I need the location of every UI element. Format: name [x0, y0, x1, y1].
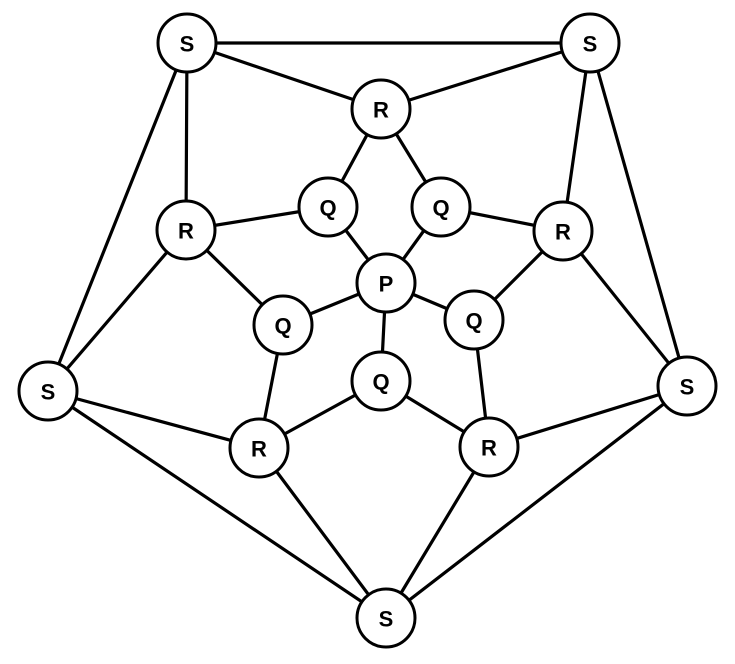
node-label: R	[373, 98, 389, 123]
node-label: Q	[465, 309, 482, 334]
node-s2: S	[559, 12, 621, 74]
node-s5: S	[17, 360, 79, 422]
node-circle	[350, 350, 412, 412]
node-label: R	[178, 219, 194, 244]
node-circle	[458, 416, 520, 478]
node-s4: S	[355, 587, 417, 649]
node-circle	[656, 355, 718, 417]
edge-r3-s3	[487, 384, 689, 449]
node-label: S	[583, 32, 598, 57]
node-circle	[532, 200, 594, 262]
node-circle	[355, 252, 417, 314]
node-r4: R	[228, 417, 290, 479]
node-label: S	[680, 375, 695, 400]
node-circle	[17, 360, 79, 422]
node-label: R	[555, 220, 571, 245]
node-label: R	[481, 436, 497, 461]
edge-r5-s5	[46, 228, 188, 393]
edge-r3-s4	[384, 445, 491, 620]
edge-r2-s3	[561, 229, 689, 388]
node-label: P	[379, 272, 394, 297]
node-label: S	[41, 380, 56, 405]
node-circle	[350, 78, 412, 140]
node-s1: S	[156, 12, 218, 74]
node-circle	[252, 294, 314, 356]
edge-r1-s1	[185, 41, 383, 111]
edge-s3-s4	[384, 384, 689, 620]
node-circle	[410, 176, 472, 238]
node-circle	[443, 289, 505, 351]
node-label: Q	[274, 314, 291, 339]
node-circle	[155, 199, 217, 261]
edge-r4-s5	[46, 389, 261, 450]
node-r5: R	[155, 199, 217, 261]
node-p: P	[355, 252, 417, 314]
node-q3: Q	[443, 289, 505, 351]
edge-r4-s4	[257, 446, 388, 620]
node-q1: Q	[297, 176, 359, 238]
node-label: S	[180, 32, 195, 57]
node-label: Q	[372, 370, 389, 395]
edge-s5-s1	[46, 41, 189, 393]
node-label: S	[379, 607, 394, 632]
node-circle	[228, 417, 290, 479]
node-label: Q	[432, 196, 449, 221]
node-circle	[355, 587, 417, 649]
edge-s2-s3	[588, 41, 689, 388]
node-circle	[156, 12, 218, 74]
edge-r1-s2	[379, 41, 592, 111]
node-circle	[297, 176, 359, 238]
node-r3: R	[458, 416, 520, 478]
node-q4: Q	[350, 350, 412, 412]
node-r1: R	[350, 78, 412, 140]
node-label: R	[251, 437, 267, 462]
node-r2: R	[532, 200, 594, 262]
node-q2: Q	[410, 176, 472, 238]
node-layer: P Q Q Q Q Q R R R R R S S S S S	[17, 12, 718, 649]
node-circle	[559, 12, 621, 74]
edge-s4-s5	[46, 389, 388, 620]
node-label: Q	[319, 196, 336, 221]
node-q5: Q	[252, 294, 314, 356]
edge-r2-s2	[561, 41, 592, 233]
edge-r5-s1	[184, 41, 189, 232]
node-s3: S	[656, 355, 718, 417]
